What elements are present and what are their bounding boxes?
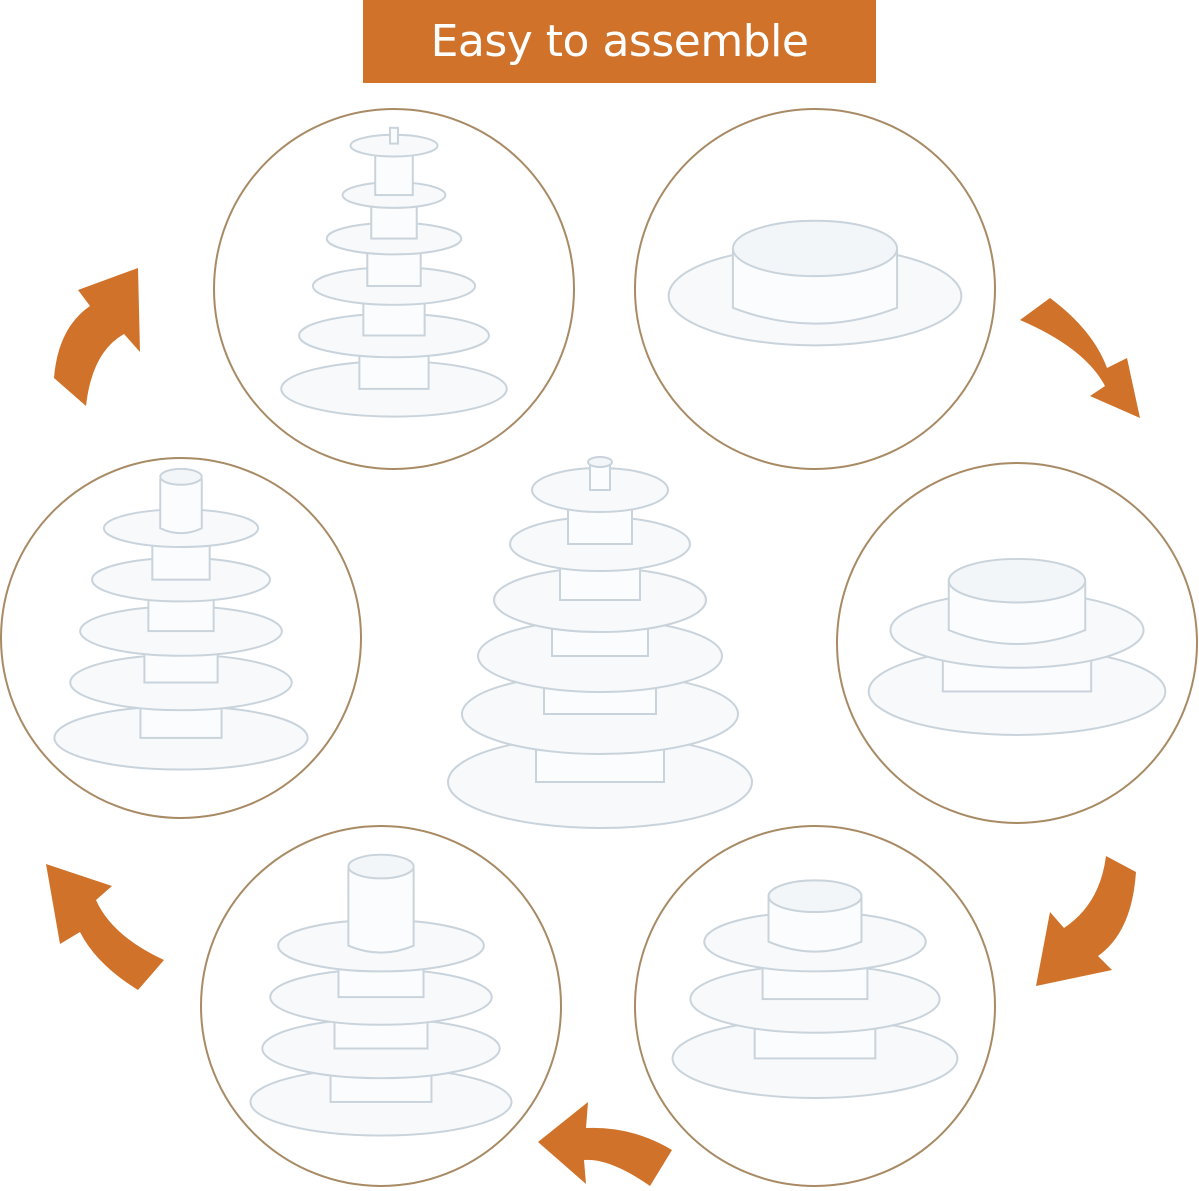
- step-four-tier-circle: [200, 825, 562, 1187]
- curved-arrow-icon-left: [48, 266, 148, 411]
- banner-title: Easy to assemble: [430, 16, 809, 67]
- step-two-tier-circle: [836, 462, 1198, 824]
- curved-arrow-icon-top-right: [1015, 290, 1145, 430]
- step-top-cup-circle: [634, 108, 996, 470]
- step-three-tier-circle: [634, 825, 996, 1187]
- two-tier-stand-image: [867, 557, 1167, 736]
- step-five-tier-circle: [0, 457, 362, 819]
- step-six-tier-circle: [213, 108, 575, 470]
- assembled-tower: [440, 440, 760, 840]
- title-banner: Easy to assemble: [363, 0, 876, 83]
- arrow-shape: [46, 864, 164, 990]
- top-cup-tier-image: [667, 219, 963, 347]
- arrow-shape: [1036, 856, 1136, 986]
- curved-arrow-icon-bottom: [534, 1098, 674, 1190]
- five-tier-stand-image: [53, 467, 309, 771]
- assembled-six-tier-stand-image: [447, 456, 753, 829]
- arrow-shape: [1020, 298, 1140, 418]
- curved-arrow-icon-bottom-left: [40, 856, 170, 996]
- curved-arrow-icon-right: [1028, 852, 1138, 990]
- four-tier-stand-image: [249, 853, 513, 1137]
- arrow-shape: [54, 268, 140, 406]
- arrow-shape: [538, 1102, 672, 1186]
- three-tier-stand-image: [671, 879, 959, 1099]
- six-tier-stand-image: [280, 126, 508, 418]
